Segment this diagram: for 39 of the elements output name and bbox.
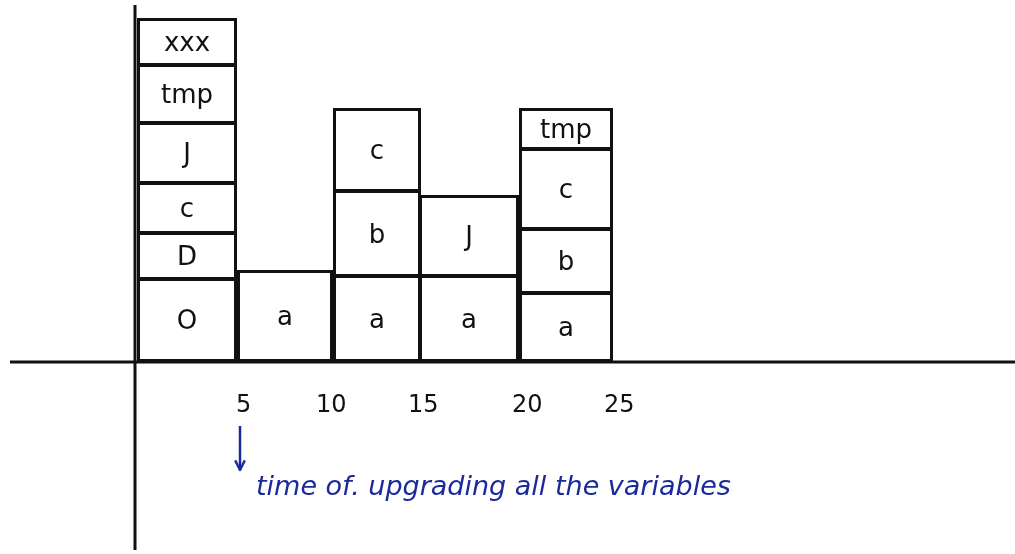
- variable-name: b: [368, 220, 386, 247]
- stack-block: [519, 228, 613, 294]
- stack-block: [519, 292, 613, 362]
- variable-name: c: [558, 176, 574, 202]
- stack-block: [237, 270, 333, 362]
- tick-label: 25: [604, 392, 635, 416]
- stack-block: [137, 182, 237, 234]
- variable-name: a: [369, 305, 385, 332]
- variable-name: a: [461, 305, 477, 332]
- stack-block: [333, 275, 421, 362]
- variable-name: a: [558, 314, 574, 340]
- variable-name: xxx: [163, 29, 211, 55]
- stack-block: [137, 122, 237, 184]
- variable-name: J: [465, 223, 473, 249]
- stack-block: [419, 275, 519, 362]
- variable-name: c: [179, 195, 195, 221]
- stack-block: [137, 232, 237, 280]
- variable-name: O: [176, 307, 198, 333]
- tick-label: 15: [408, 392, 439, 416]
- stack-block: [519, 108, 613, 150]
- stack-block: [137, 64, 237, 124]
- variable-name: J: [183, 140, 191, 166]
- variable-name: tmp: [540, 116, 592, 142]
- tick-label: 10: [316, 392, 347, 416]
- stack-block: [419, 195, 519, 277]
- variable-name: D: [177, 243, 197, 269]
- stack-block: [137, 18, 237, 66]
- arrow: [234, 426, 246, 472]
- tick-label: 5: [236, 392, 252, 416]
- stack-block: [137, 278, 237, 362]
- variable-name: a: [277, 303, 293, 329]
- tick-label: 20: [512, 392, 543, 416]
- variable-name: tmp: [161, 81, 213, 107]
- annotation-text: time of. upgrading all the variables: [256, 472, 731, 499]
- variable-name: b: [557, 248, 575, 274]
- stack-block: [333, 190, 421, 277]
- variable-name: c: [369, 137, 385, 163]
- stack-block: [333, 108, 421, 192]
- stack-block: [519, 148, 613, 230]
